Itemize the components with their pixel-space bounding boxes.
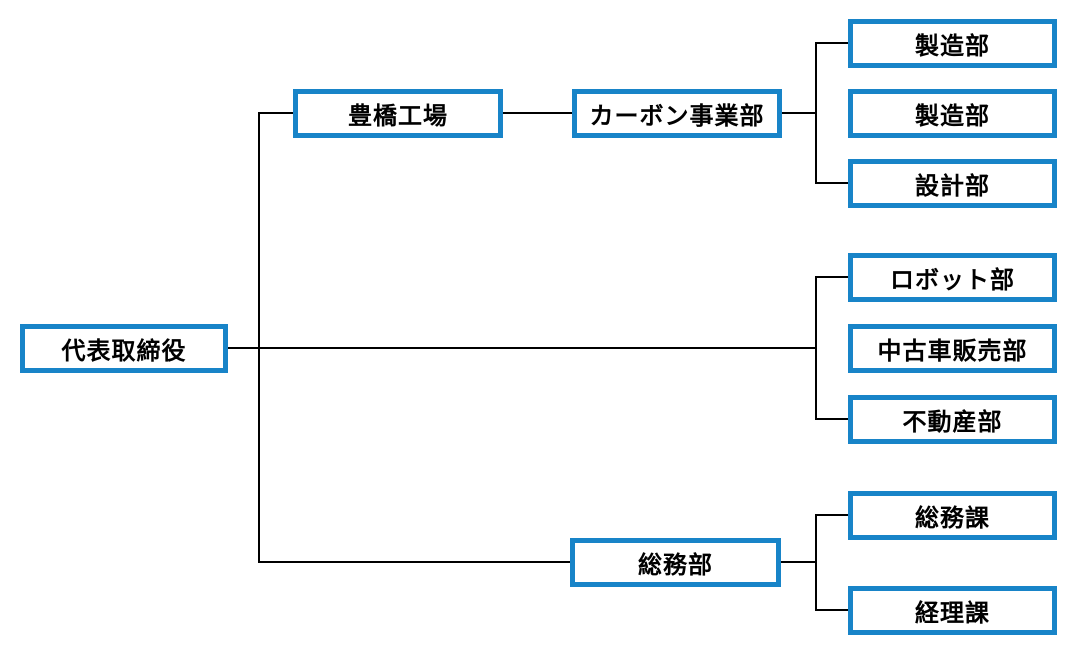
connector-group2-trunk [815, 276, 817, 420]
org-node-real-estate-dept: 不動産部 [848, 395, 1057, 444]
connector-carbon-to-group1-trunk [782, 112, 817, 114]
org-node-used-car-sales-dept: 中古車販売部 [848, 324, 1057, 373]
org-node-accounting-section: 経理課 [848, 586, 1057, 635]
org-node-manufacturing-dept-1: 製造部 [848, 19, 1057, 68]
connector-to-general-affairs-section [815, 514, 848, 516]
connector-to-accounting-section [815, 609, 848, 611]
connector-trunk-to-factory [259, 112, 293, 114]
org-node-general-affairs-section: 総務課 [848, 491, 1057, 540]
org-node-carbon-division: カーボン事業部 [572, 89, 782, 138]
connector-root-trunk [258, 112, 260, 563]
org-node-general-affairs-dept: 総務部 [570, 538, 781, 587]
org-node-manufacturing-dept-2: 製造部 [848, 89, 1057, 138]
connector-root-to-group2-trunk [228, 347, 817, 349]
connector-to-real-estate [815, 418, 848, 420]
connector-trunk-to-general-affairs [259, 561, 570, 563]
connector-general-affairs-to-group3-trunk [780, 561, 817, 563]
connector-to-manufacturing-1 [815, 42, 848, 44]
connector-to-robot [815, 276, 848, 278]
connector-to-design [815, 182, 848, 184]
connector-group1-trunk [815, 42, 817, 184]
org-node-toyohashi-factory: 豊橋工場 [293, 89, 503, 138]
connector-group3-trunk [815, 514, 817, 611]
org-node-representative-director: 代表取締役 [20, 324, 228, 373]
connector-factory-to-carbon [503, 112, 572, 114]
org-node-design-dept: 設計部 [848, 159, 1057, 208]
org-node-robot-dept: ロボット部 [848, 253, 1057, 302]
